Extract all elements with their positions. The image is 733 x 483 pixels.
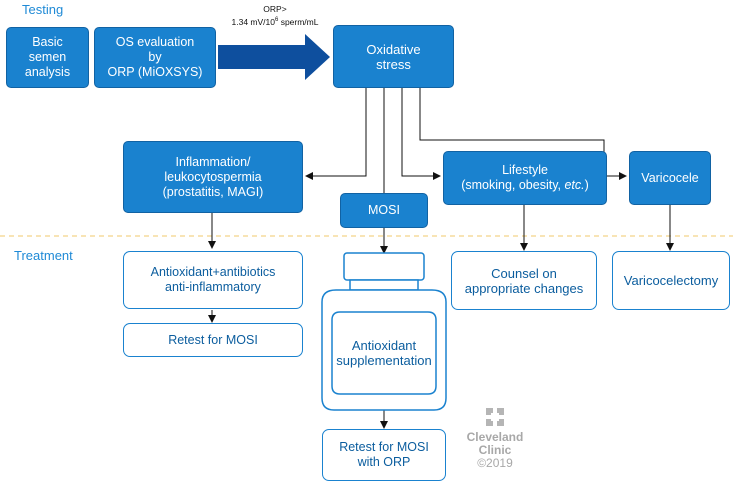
- counsel-box: Counsel on appropriate changes: [451, 251, 597, 310]
- antioxidant-supplementation-label: Antioxidant supplementation: [336, 338, 432, 368]
- lifestyle-detail: (smoking, obesity, etc.): [461, 178, 589, 192]
- orp-label-value: 1.34 mV/106 sperm/mL: [231, 16, 319, 27]
- basic-semen-analysis-box: Basic semen analysis: [6, 27, 89, 88]
- lifestyle-box: Lifestyle (smoking, obesity, etc.): [443, 151, 607, 205]
- connector-to-lifestyle: [401, 88, 441, 180]
- bottle-body: [321, 289, 447, 411]
- retest-mosi-orp-box: Retest for MOSI with ORP: [322, 429, 446, 481]
- inflammation-box: Inflammation/ leukocytospermia (prostati…: [123, 141, 303, 213]
- bottle-label: [331, 311, 437, 395]
- connector-to-inflammation: [305, 88, 367, 180]
- connector-to-varicocele: [419, 88, 627, 180]
- cleveland-clinic-logo-icon: [486, 408, 504, 426]
- orp-label-prefix: ORP>: [263, 4, 287, 14]
- logo-name-line2: Clinic: [478, 443, 512, 457]
- lifestyle-title: Lifestyle: [502, 163, 548, 177]
- section-label-treatment: Treatment: [14, 248, 73, 263]
- logo-name-line1: Cleveland: [466, 430, 524, 444]
- orp-threshold-arrow: [218, 34, 330, 80]
- retest-mosi-box: Retest for MOSI: [123, 323, 303, 357]
- section-label-testing: Testing: [22, 2, 64, 17]
- os-evaluation-box: OS evaluation by ORP (MiOXSYS): [94, 27, 216, 88]
- mosi-box: MOSI: [340, 193, 428, 228]
- bottle-cap: [343, 252, 425, 281]
- varicocelectomy-box: Varicocelectomy: [612, 251, 730, 310]
- antioxidant-antibiotics-box: Antioxidant+antibiotics anti-inflammator…: [123, 251, 303, 309]
- varicocele-box: Varicocele: [629, 151, 711, 205]
- orp-threshold-label: ORP> 1.34 mV/106 sperm/mL: [215, 4, 335, 28]
- cleveland-clinic-logo-text: Cleveland Clinic ©2019: [455, 431, 535, 470]
- bottle-neck: [349, 279, 419, 291]
- logo-year: ©2019: [477, 456, 513, 470]
- oxidative-stress-box: Oxidative stress: [333, 25, 454, 88]
